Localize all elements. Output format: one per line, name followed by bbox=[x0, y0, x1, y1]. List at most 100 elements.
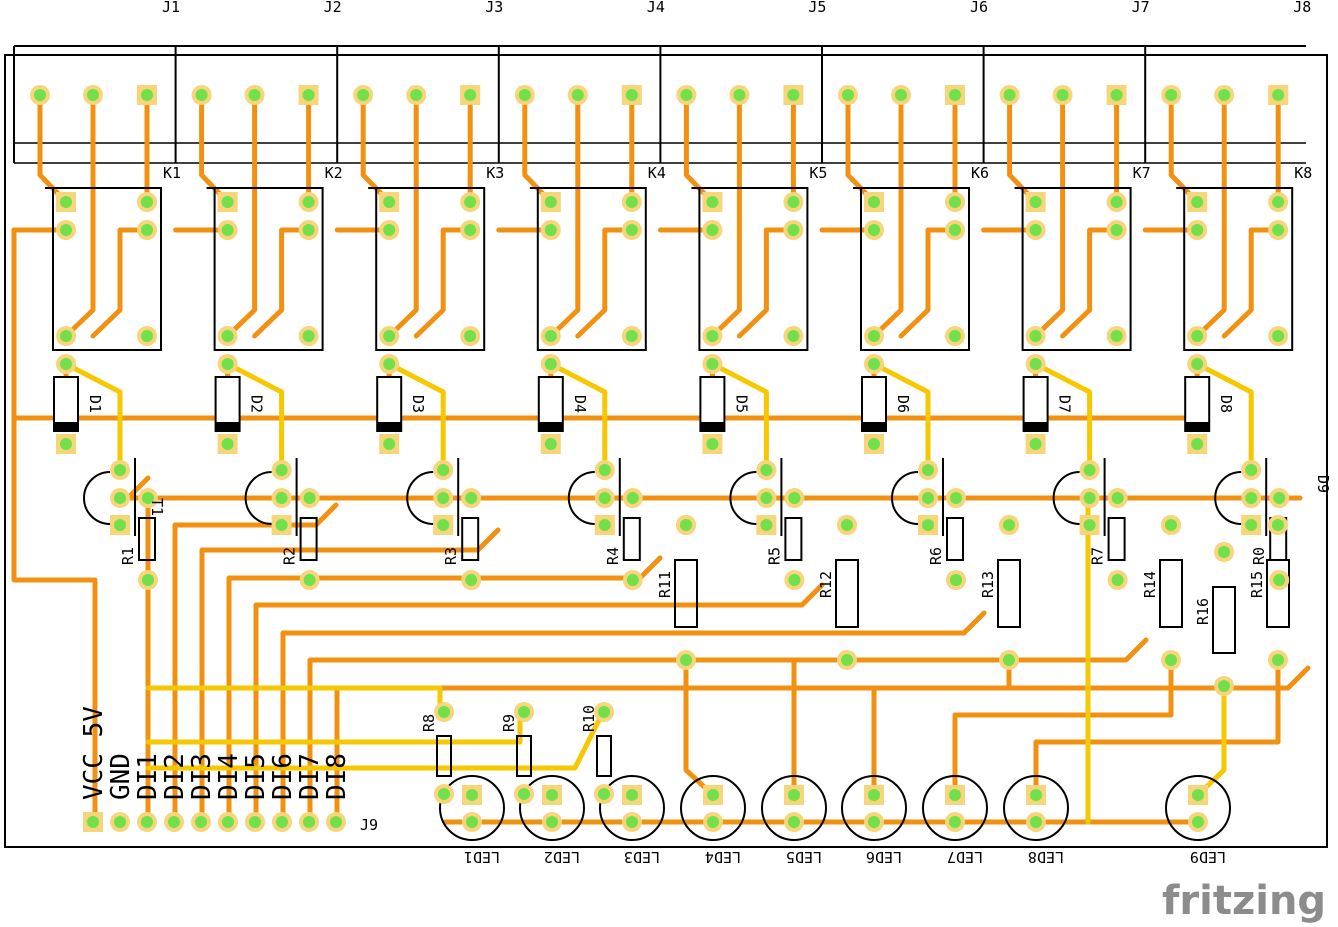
pad-hole bbox=[841, 519, 853, 531]
resistor-label: R10 bbox=[580, 705, 598, 732]
pad-hole bbox=[1029, 224, 1042, 236]
pad-hole bbox=[626, 816, 638, 828]
resistor-body bbox=[516, 735, 532, 777]
pad-hole bbox=[275, 464, 288, 476]
led-label: LED8 bbox=[1028, 848, 1064, 866]
pad-hole bbox=[949, 89, 961, 101]
header-pin-label: VCC 5V bbox=[79, 706, 109, 800]
resistor-body bbox=[1107, 517, 1126, 561]
component-pads bbox=[30, 85, 1290, 832]
header-label: J9 bbox=[360, 816, 378, 834]
connector-label: J1 bbox=[162, 0, 180, 16]
pad-hole bbox=[87, 816, 99, 828]
diode-band bbox=[215, 422, 240, 430]
copper-trace bbox=[145, 709, 523, 745]
resistor-label: R15 bbox=[1248, 571, 1266, 598]
pad-hole bbox=[1272, 224, 1285, 236]
header-pin-label: DI5 bbox=[241, 753, 271, 800]
diode-label: D5 bbox=[732, 395, 750, 413]
pad-hole bbox=[357, 89, 370, 101]
copper-trace bbox=[683, 657, 716, 798]
pad-hole bbox=[221, 224, 234, 236]
resistor-body bbox=[835, 559, 859, 628]
transistor-outline bbox=[244, 471, 272, 525]
pad-hole bbox=[1111, 574, 1124, 586]
resistor-label: R11 bbox=[656, 571, 674, 598]
pad-hole bbox=[141, 89, 153, 101]
pad-hole bbox=[60, 438, 72, 450]
resistor-label: R3 bbox=[442, 547, 460, 565]
pad-hole bbox=[949, 224, 961, 236]
copper-trace bbox=[11, 227, 98, 823]
pad-hole bbox=[222, 816, 234, 828]
pad-hole bbox=[438, 788, 450, 800]
pad-hole bbox=[1191, 358, 1204, 370]
diode-label: D7 bbox=[1056, 395, 1074, 413]
pad-hole bbox=[518, 89, 531, 101]
pad-hole bbox=[922, 464, 934, 476]
copper-trace bbox=[334, 665, 1311, 823]
pad-hole bbox=[949, 789, 961, 801]
diode-band bbox=[1185, 422, 1210, 430]
transistor-outline bbox=[406, 471, 434, 525]
pad-hole bbox=[1191, 438, 1204, 450]
copper-trace bbox=[386, 92, 419, 339]
pad-hole bbox=[895, 89, 907, 101]
copper-trace bbox=[225, 361, 285, 473]
led-outline bbox=[1165, 775, 1231, 841]
pad-hole bbox=[302, 224, 315, 236]
pad-hole bbox=[544, 196, 557, 208]
copper-trace bbox=[199, 527, 501, 823]
resistor-label: R12 bbox=[817, 571, 835, 598]
pad-hole bbox=[221, 358, 234, 370]
pad-hole bbox=[276, 816, 288, 828]
pad-hole bbox=[383, 358, 396, 370]
pad-hole bbox=[1192, 789, 1204, 801]
pad-hole bbox=[788, 492, 801, 504]
pad-hole bbox=[706, 358, 719, 370]
pad-hole bbox=[1245, 464, 1258, 476]
pad-hole bbox=[950, 574, 962, 586]
pad-hole bbox=[680, 654, 692, 666]
pad-hole bbox=[1191, 196, 1204, 208]
relay-outline bbox=[698, 187, 809, 351]
pad-hole bbox=[302, 89, 315, 101]
pad-hole bbox=[1165, 89, 1178, 101]
pad-hole bbox=[114, 519, 126, 531]
resistor-body bbox=[138, 517, 156, 561]
pad-hole bbox=[706, 196, 719, 208]
copper-trace bbox=[522, 92, 554, 205]
pad-hole bbox=[142, 574, 154, 586]
pad-hole bbox=[466, 789, 478, 801]
led-label: LED7 bbox=[947, 848, 983, 866]
copper-trace bbox=[1221, 227, 1281, 339]
copper-trace bbox=[952, 657, 1174, 798]
relay-outline bbox=[860, 187, 970, 351]
pad-hole bbox=[625, 224, 638, 236]
diode-band bbox=[538, 422, 563, 430]
pad-hole bbox=[1110, 224, 1123, 236]
copper-trace bbox=[225, 92, 258, 339]
copper-trace bbox=[1033, 657, 1281, 798]
pad-hole bbox=[1056, 89, 1069, 101]
pad-hole bbox=[571, 89, 584, 101]
pad-hole bbox=[141, 224, 153, 236]
pad-hole bbox=[1245, 492, 1258, 504]
pad-hole bbox=[787, 224, 800, 236]
copper-trace bbox=[37, 92, 69, 205]
transistor-outline bbox=[729, 471, 757, 525]
pad-hole bbox=[1029, 438, 1042, 450]
relay-label: K8 bbox=[1294, 164, 1312, 182]
transistor-label: T1 bbox=[148, 498, 166, 516]
pad-hole bbox=[302, 330, 315, 342]
pad-hole bbox=[1083, 492, 1096, 504]
pad-hole bbox=[544, 330, 557, 342]
header-pin-label: DI7 bbox=[295, 753, 325, 800]
pad-hole bbox=[733, 89, 746, 101]
pad-hole bbox=[1110, 196, 1123, 208]
pad-hole bbox=[544, 358, 557, 370]
pad-hole bbox=[788, 789, 800, 801]
pad-hole bbox=[1110, 89, 1123, 101]
diode-label: D1 bbox=[86, 395, 104, 413]
pad-hole bbox=[625, 330, 638, 342]
